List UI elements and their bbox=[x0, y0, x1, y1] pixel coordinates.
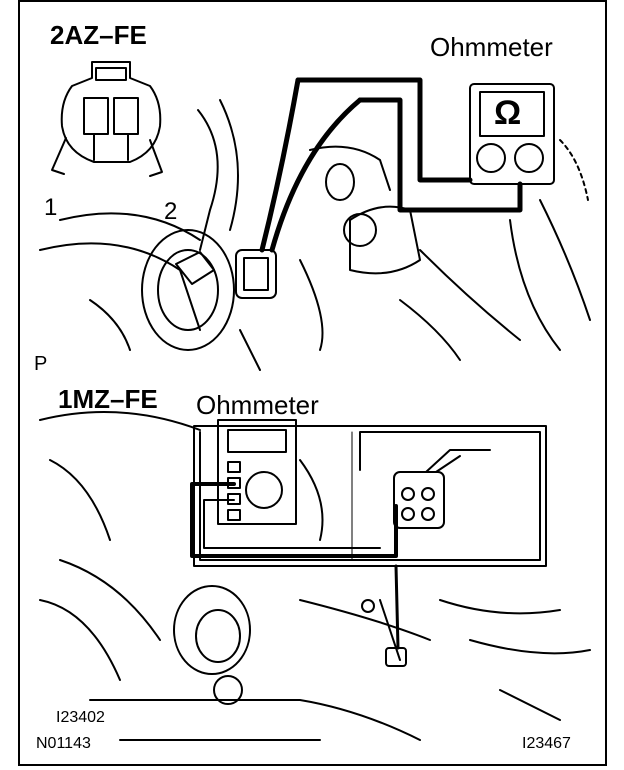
ohmmeter-label-top: Ohmmeter bbox=[430, 32, 553, 62]
side-marker: P bbox=[34, 353, 48, 375]
code-left-bottom: N01143 bbox=[36, 735, 91, 752]
connector-2pin-icon bbox=[51, 61, 163, 177]
terminal-1-label: 1 bbox=[44, 194, 58, 221]
ohmmeter-bottom-icon bbox=[217, 419, 297, 525]
code-left-top: I23402 bbox=[56, 709, 105, 726]
figure-frame bbox=[18, 0, 607, 766]
ohm-symbol-icon: Ω bbox=[494, 94, 522, 132]
engine-label-2az-fe: 2AZ–FE bbox=[50, 20, 147, 50]
engine-label-1mz-fe: 1MZ–FE bbox=[58, 384, 158, 414]
terminal-2-label: 2 bbox=[164, 198, 178, 225]
connector-4pin-icon bbox=[393, 449, 491, 529]
ohmmeter-label-bottom: Ohmmeter bbox=[196, 390, 319, 420]
code-right: I23467 bbox=[522, 735, 571, 752]
ohmmeter-top-icon bbox=[469, 83, 555, 185]
